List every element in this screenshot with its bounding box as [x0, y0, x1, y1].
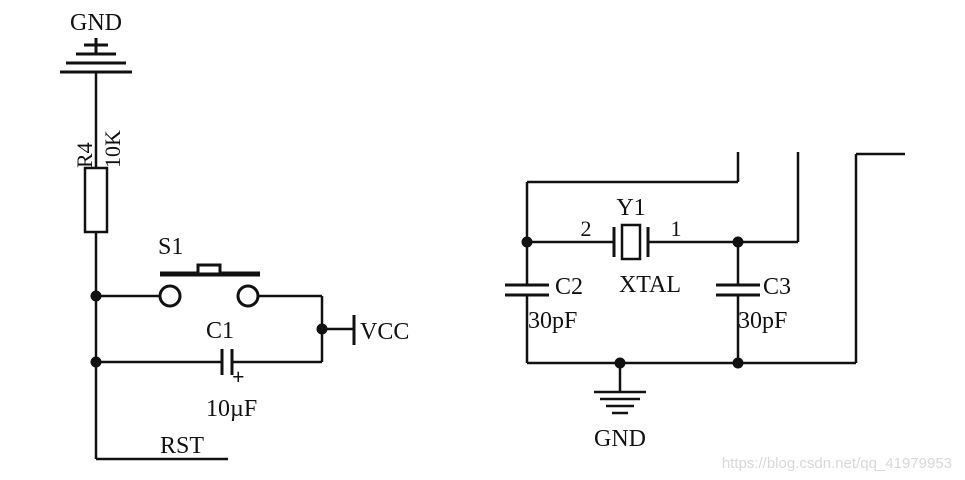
s1-ref-label: S1 — [158, 234, 183, 260]
junction-dots-clock — [521, 236, 744, 369]
crystal-y1 — [612, 223, 650, 261]
reset-circuit — [60, 38, 356, 461]
c1-polarity-label: + — [232, 364, 245, 389]
gnd-symbol-bottom — [594, 390, 646, 415]
y1-ref-label: Y1 — [616, 195, 645, 221]
capacitor-c3 — [716, 283, 760, 297]
c3-value-label: 30pF — [738, 308, 787, 334]
y1-value-label: XTAL — [619, 272, 681, 298]
r4-ref-label: R4 — [72, 142, 97, 168]
resistor-r4 — [83, 166, 109, 234]
switch-s1 — [158, 263, 260, 308]
c3-ref-label: C3 — [763, 274, 791, 300]
capacitor-c2 — [505, 283, 549, 297]
c2-value-label: 30pF — [528, 308, 577, 334]
y1-pin2-label: 2 — [581, 216, 592, 241]
gnd-symbol-top — [60, 38, 132, 74]
capacitor-c1 — [220, 349, 234, 375]
rst-label: RST — [160, 433, 204, 459]
clock-circuit — [505, 152, 905, 415]
y1-pin1-label: 1 — [671, 216, 682, 241]
vcc-label: VCC — [360, 319, 409, 345]
gnd-label-top: GND — [70, 10, 122, 36]
gnd-label-bottom: GND — [594, 426, 646, 452]
c2-ref-label: C2 — [555, 274, 583, 300]
c1-value-label: 10µF — [206, 396, 257, 422]
c1-ref-label: C1 — [206, 318, 234, 344]
watermark-text: https://blog.csdn.net/qq_41979953 — [722, 455, 952, 472]
r4-value-label: 10K — [100, 130, 125, 168]
junction-dots-reset — [90, 290, 328, 368]
